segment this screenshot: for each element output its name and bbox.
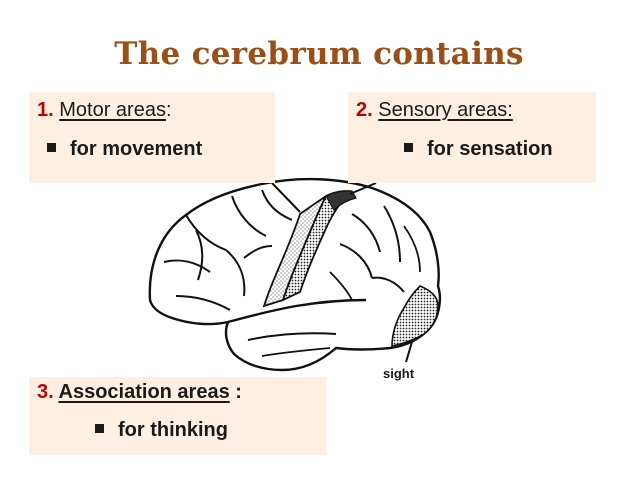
sensory-pointer-line bbox=[349, 182, 377, 195]
sulcus bbox=[403, 225, 421, 273]
motor-areas-term: Motor areas bbox=[59, 99, 166, 121]
sulcus bbox=[175, 295, 231, 311]
sulcus bbox=[261, 347, 331, 357]
sensory-areas-bullet-item: for sensation bbox=[404, 138, 553, 161]
lateral-fissure bbox=[227, 298, 367, 324]
sulcus bbox=[225, 249, 246, 297]
sulcus bbox=[163, 259, 211, 273]
square-bullet-icon bbox=[47, 143, 56, 152]
sensory-areas-number: 2. bbox=[356, 99, 373, 121]
sensory-strip-top bbox=[325, 190, 357, 211]
square-bullet-icon bbox=[95, 424, 104, 433]
motor-areas-detail: for movement bbox=[70, 138, 203, 160]
sensory-areas-detail: for sensation bbox=[427, 138, 553, 160]
sulcus bbox=[329, 271, 353, 301]
sulcus bbox=[383, 205, 401, 263]
sulcus bbox=[371, 276, 405, 293]
association-areas-detail: for thinking bbox=[118, 419, 228, 441]
motor-pointer-line bbox=[271, 182, 301, 213]
square-bullet-icon bbox=[404, 143, 413, 152]
motor-areas-heading: 1. Motor areas: bbox=[37, 99, 172, 122]
slide-title: The cerebrum contains bbox=[114, 36, 524, 72]
association-areas-bullet-item: for thinking bbox=[95, 419, 228, 442]
sulcus bbox=[247, 332, 337, 341]
sulcus bbox=[351, 213, 381, 253]
association-areas-box: 3. Association areas : for thinking bbox=[29, 377, 326, 455]
sulcus bbox=[243, 245, 273, 259]
sulcus bbox=[339, 243, 373, 279]
sulcus bbox=[261, 189, 293, 221]
association-areas-heading: 3. Association areas : bbox=[37, 381, 242, 404]
association-areas-colon: : bbox=[229, 381, 242, 403]
association-areas-term: Association areas bbox=[58, 381, 230, 403]
sensory-areas-heading: 2. Sensory areas: bbox=[356, 99, 513, 122]
sensory-areas-box: 2. Sensory areas: for sensation bbox=[348, 92, 596, 183]
sulcus bbox=[231, 195, 267, 237]
sight-pointer-line bbox=[405, 341, 413, 363]
sight-label: sight bbox=[383, 366, 415, 381]
motor-areas-number: 1. bbox=[37, 99, 54, 121]
motor-areas-colon: : bbox=[165, 99, 172, 121]
sensory-areas-term: Sensory areas: bbox=[378, 99, 513, 121]
visual-area bbox=[391, 285, 439, 347]
motor-areas-box: 1. Motor areas: for movement bbox=[29, 92, 275, 183]
association-areas-number: 3. bbox=[37, 381, 54, 403]
motor-areas-bullet-item: for movement bbox=[47, 138, 202, 161]
sulcus bbox=[195, 229, 204, 281]
sulcus bbox=[185, 214, 227, 251]
